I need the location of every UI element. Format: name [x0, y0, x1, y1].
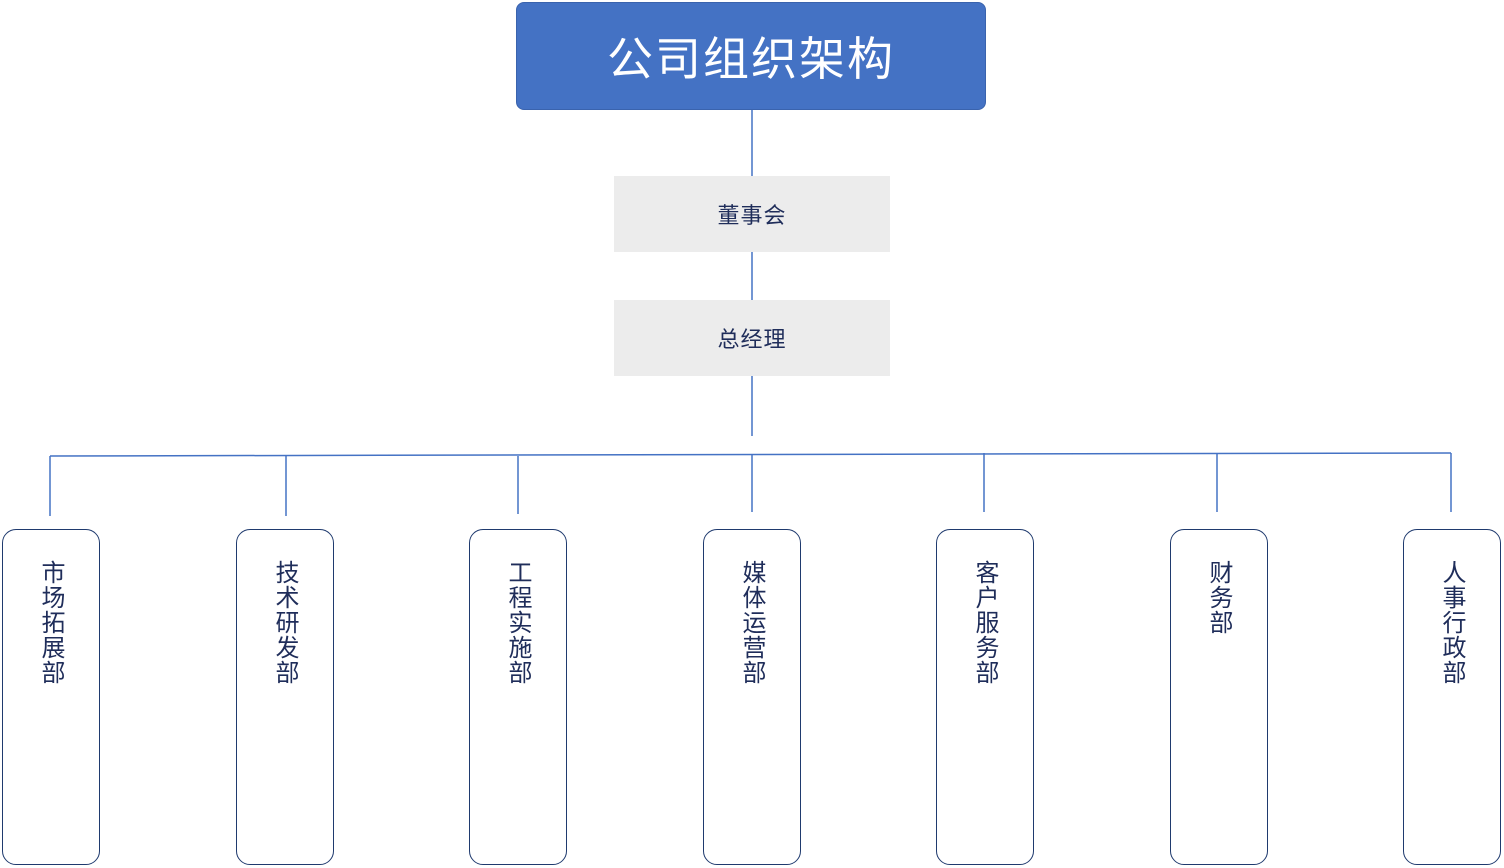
general-manager-label: 总经理 [717, 328, 787, 353]
org-title-box: 公司组织架构 [516, 2, 986, 110]
dept-node-customer-service: 客户服务部 [936, 529, 1034, 865]
dept-label: 财务部 [1205, 560, 1233, 635]
dept-label: 客户服务部 [971, 560, 999, 685]
dept-node-tech-rd: 技术研发部 [236, 529, 334, 865]
dept-node-engineering: 工程实施部 [469, 529, 567, 865]
dept-node-media-operations: 媒体运营部 [703, 529, 801, 865]
dept-label: 工程实施部 [504, 560, 532, 685]
dept-label: 市场拓展部 [37, 560, 65, 685]
dept-label: 媒体运营部 [738, 560, 766, 685]
board-label: 董事会 [717, 204, 787, 229]
board-node: 董事会 [614, 176, 890, 252]
dept-label: 人事行政部 [1438, 560, 1466, 685]
dept-node-finance: 财务部 [1170, 529, 1268, 865]
dept-node-hr-admin: 人事行政部 [1403, 529, 1501, 865]
dept-label: 技术研发部 [271, 560, 299, 685]
connector-horizontal-bus [49, 452, 1452, 457]
dept-node-market-expansion: 市场拓展部 [2, 529, 100, 865]
org-title: 公司组织架构 [607, 32, 895, 86]
general-manager-node: 总经理 [614, 300, 890, 376]
